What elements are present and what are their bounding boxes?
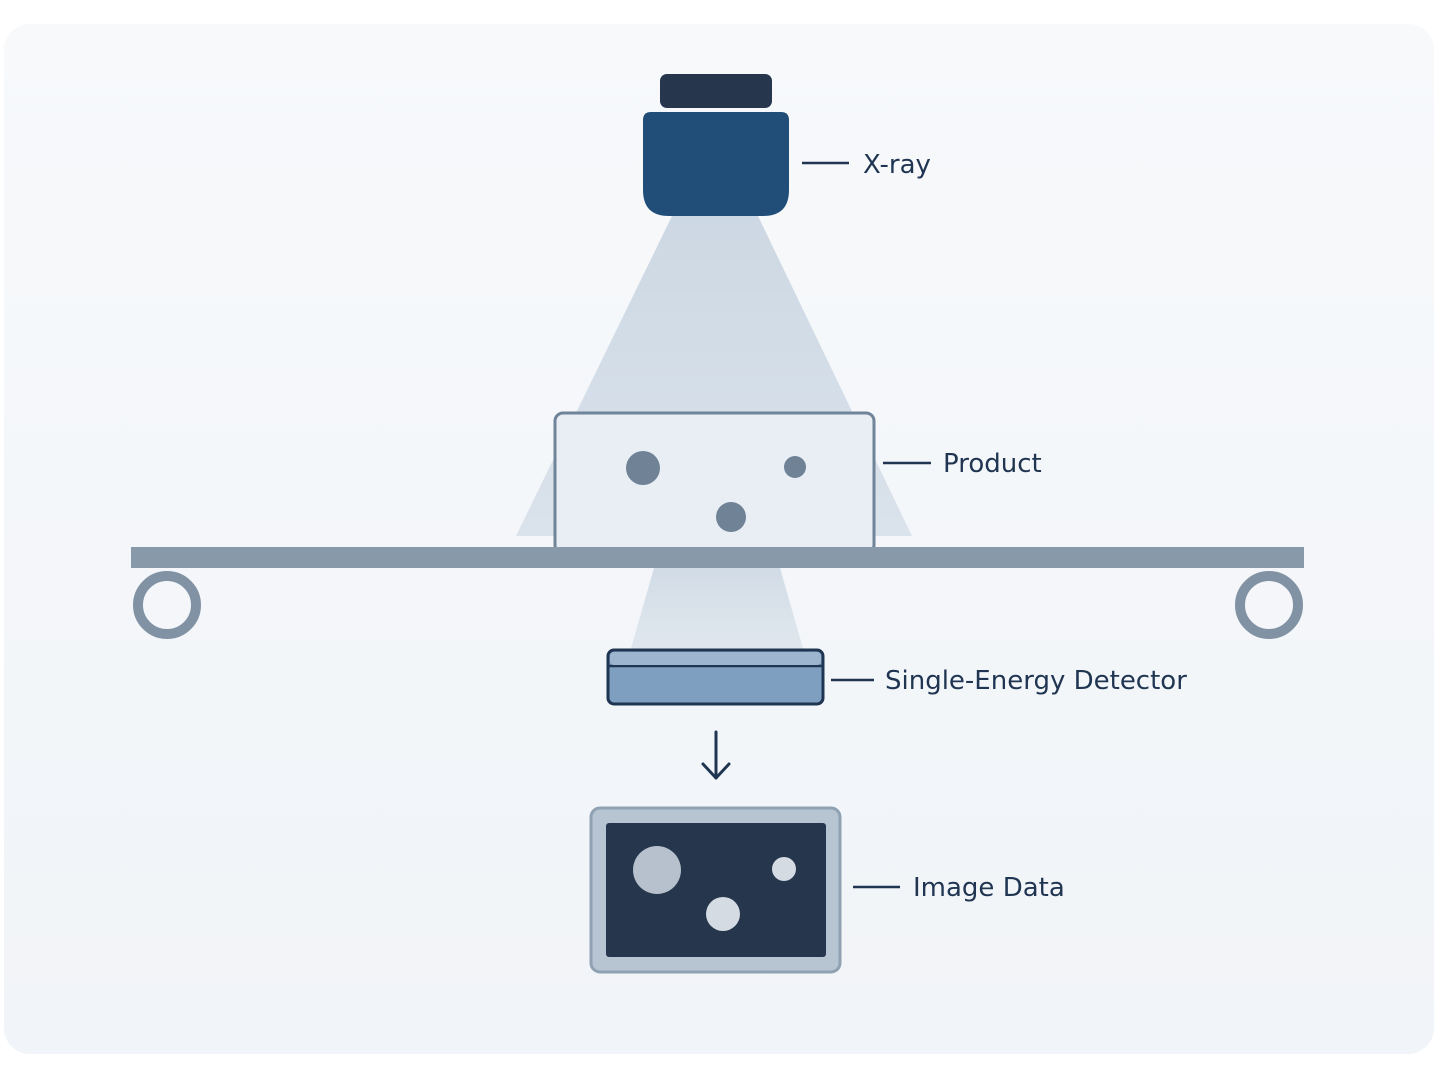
xray-label: X-ray bbox=[863, 150, 931, 180]
image-spot-small bbox=[772, 857, 796, 881]
conveyor-belt bbox=[131, 547, 1304, 639]
product-inclusion-small bbox=[784, 456, 806, 478]
conveyor-roller-right bbox=[1235, 571, 1303, 639]
image-spot-large bbox=[633, 846, 681, 894]
detector-label: Single-Energy Detector bbox=[885, 666, 1187, 696]
xray-source-icon bbox=[643, 74, 789, 216]
arrow-down-icon bbox=[701, 730, 731, 780]
image-spot-medium bbox=[706, 897, 740, 931]
xray-beam-lower bbox=[630, 568, 804, 652]
product-label: Product bbox=[943, 449, 1042, 479]
detector-icon bbox=[606, 648, 825, 706]
image-data-label: Image Data bbox=[913, 873, 1065, 903]
product-box bbox=[553, 411, 876, 555]
product-inclusion-medium bbox=[716, 502, 746, 532]
image-data-screen bbox=[589, 806, 842, 974]
product-inclusion-large bbox=[626, 451, 660, 485]
conveyor-roller-left bbox=[133, 571, 201, 639]
